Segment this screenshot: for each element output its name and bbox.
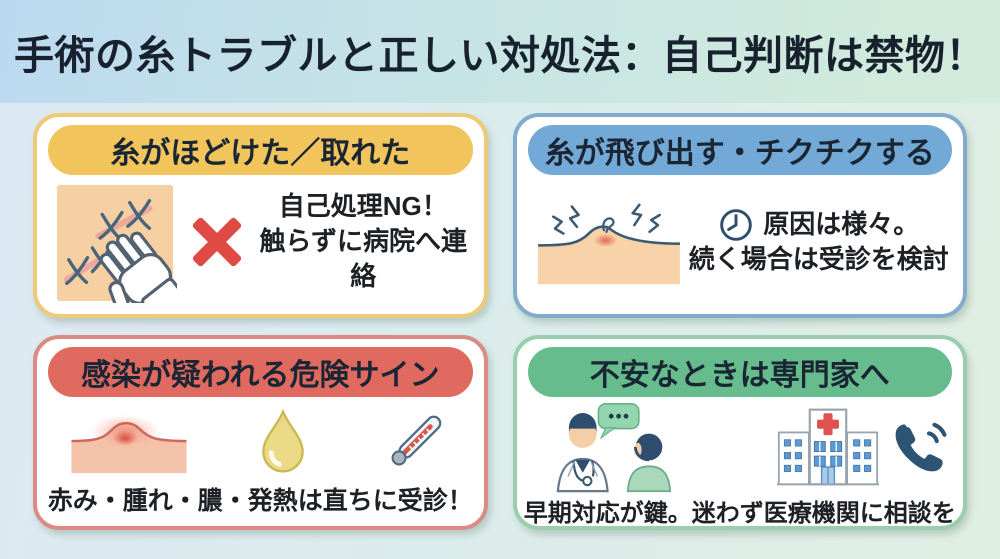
- card-grid: 糸がほどけた／取れた: [0, 103, 1000, 559]
- advice-line: 続く場合は受診を検討: [688, 243, 949, 274]
- card-consult-expert: 不安なときは専門家へ: [512, 335, 967, 530]
- advice-line: 原因は様々。: [763, 208, 920, 239]
- phone-call-icon: [895, 422, 947, 472]
- card-thread-sticking-out-body: 原因は様々。 続く場合は受診を検討: [517, 175, 964, 314]
- page-title: 手術の糸トラブルと正しい対処法：自己判断は禁物！: [14, 33, 986, 78]
- card-consult-expert-header: 不安なときは専門家へ: [527, 347, 952, 397]
- skin-bump-thread-icon: [537, 203, 680, 284]
- card-infection-warning-body: 赤み・腫れ・膿・発熱は直ちに受診！: [37, 397, 484, 526]
- advice-line: 自己処理NG！: [278, 190, 448, 221]
- inflamed-swelling-icon: [71, 414, 187, 474]
- card-infection-warning-header: 感染が疑われる危険サイン: [48, 347, 473, 397]
- title-band: 手術の糸トラブルと正しい対処法：自己判断は禁物！: [0, 0, 1000, 103]
- advice-line: 触らずに病院へ連絡: [259, 225, 467, 292]
- thermometer-icon: [391, 415, 441, 466]
- card-consult-expert-body: 早期対応が鍵。迷わず医療機関に相談を: [517, 397, 964, 527]
- card-thread-loose-text: 自己処理NG！ 触らずに病院へ連絡: [257, 189, 470, 294]
- sutured-skin-with-hand-icon: [56, 184, 177, 303]
- pus-droplet-icon: [262, 408, 305, 473]
- card-infection-warning-caption: 赤み・腫れ・膿・発熱は直ちに受診！: [47, 487, 473, 515]
- prohibition-x-icon: [192, 217, 242, 266]
- hospital-icon: [777, 408, 879, 486]
- card-consult-expert-caption: 早期対応が鍵。迷わず医療機関に相談を: [523, 500, 956, 527]
- card-thread-loose: 糸がほどけた／取れた: [33, 113, 488, 318]
- card-infection-warning: 感染が疑われる危険サイン: [33, 335, 488, 530]
- card-thread-loose-header: 糸がほどけた／取れた: [48, 125, 473, 175]
- clock-icon: [720, 208, 753, 241]
- card-thread-sticking-out-header: 糸が飛び出す・チクチクする: [527, 125, 952, 175]
- card-thread-loose-body: 自己処理NG！ 触らずに病院へ連絡: [37, 175, 484, 314]
- doctor-patient-consultation-icon: [556, 403, 671, 493]
- card-thread-sticking-out: 糸が飛び出す・チクチクする: [512, 113, 967, 318]
- card-thread-sticking-out-text: 原因は様々。 続く場合は受診を検討: [685, 207, 954, 277]
